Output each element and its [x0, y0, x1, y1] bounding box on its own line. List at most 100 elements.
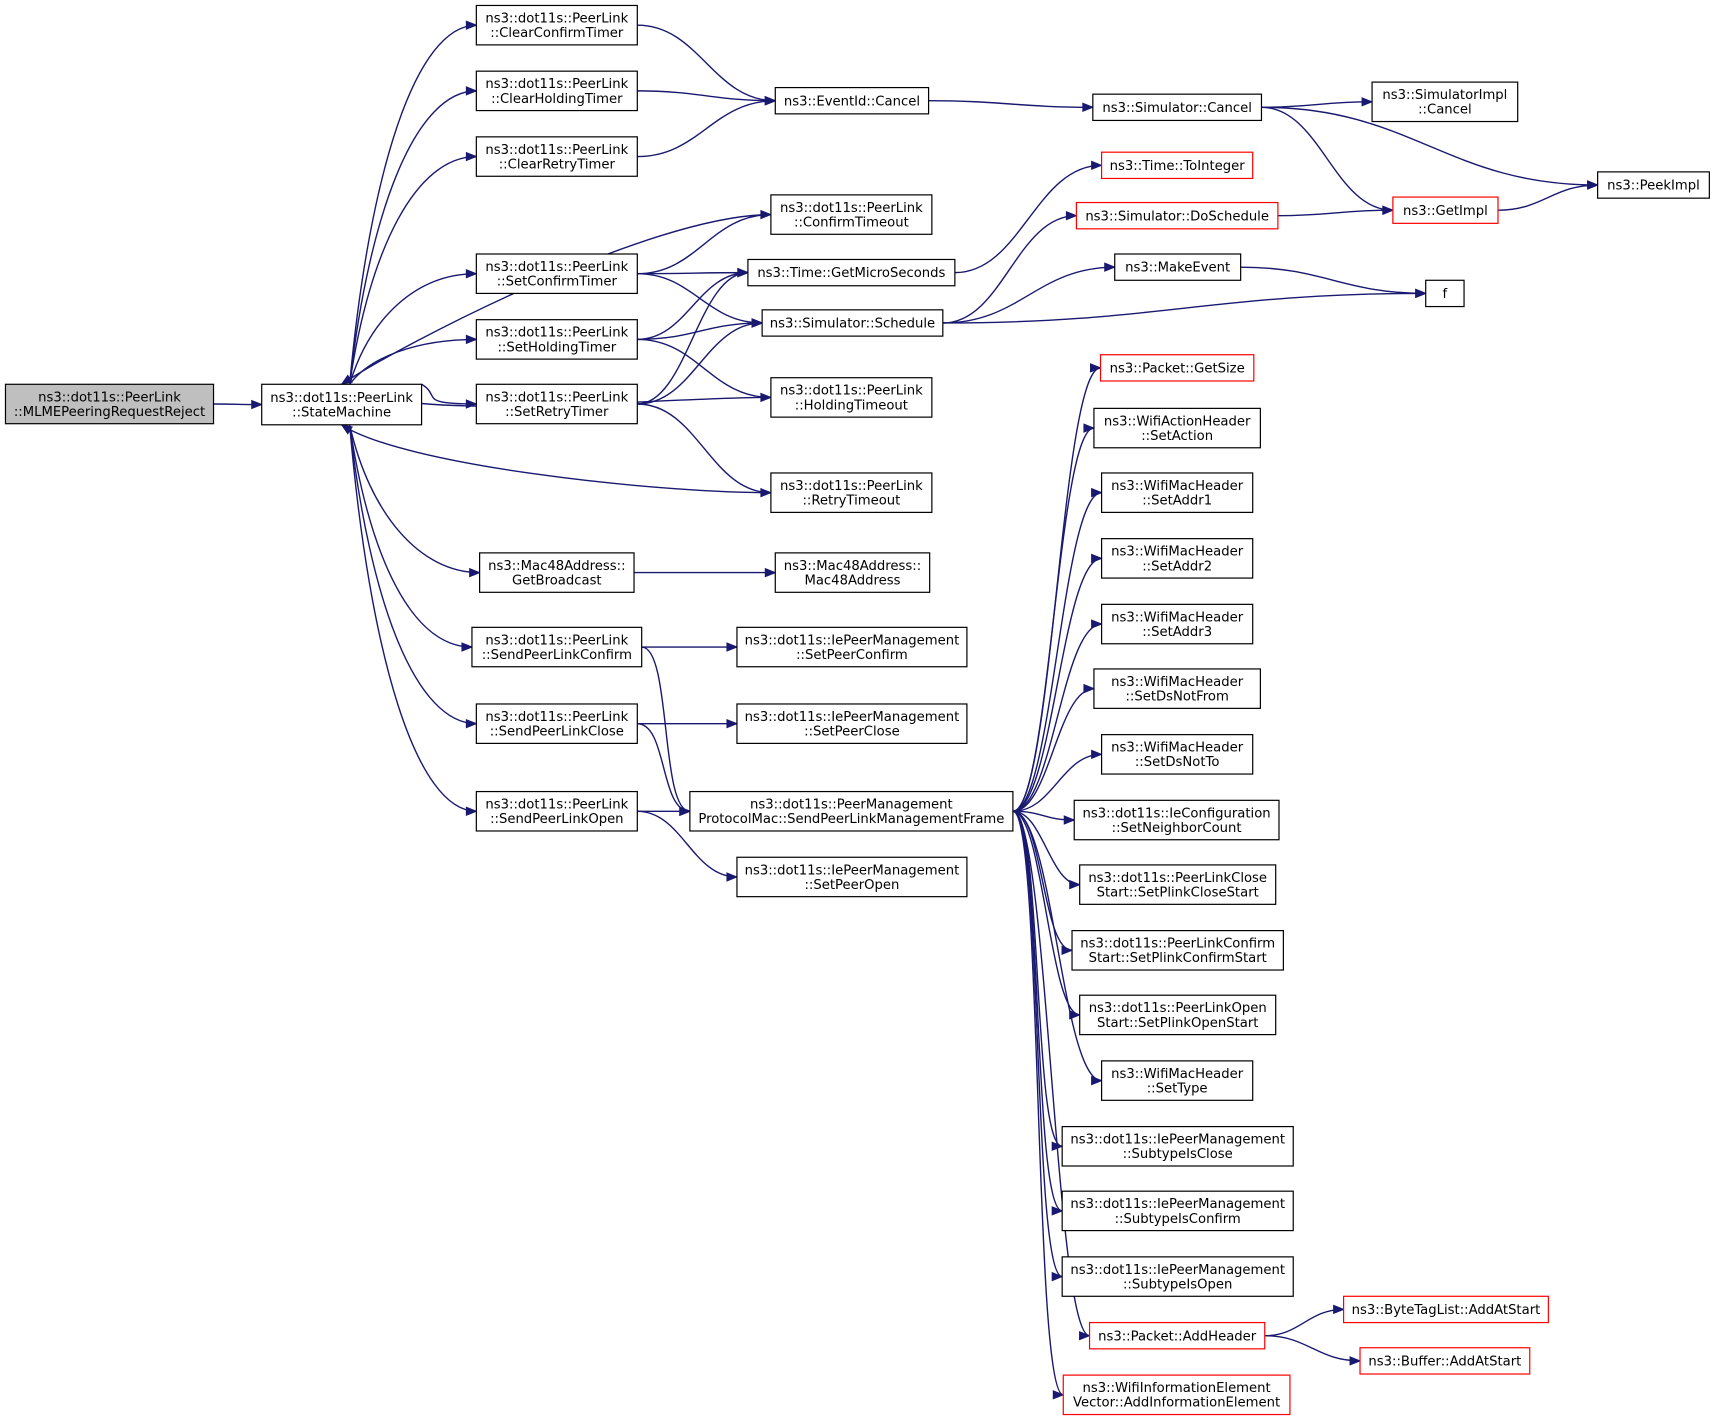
graph-node[interactable]: ns3::PeekImpl — [1597, 171, 1710, 199]
edge-line — [1012, 687, 1094, 812]
arrowhead — [679, 806, 692, 817]
node-box — [1061, 1190, 1294, 1232]
call-edge — [1012, 749, 1103, 812]
graph-node[interactable]: ns3::dot11s::IePeerManagement::SetPeerCl… — [736, 703, 968, 744]
node-box — [475, 383, 638, 425]
graph-node[interactable]: ns3::Simulator::Cancel — [1092, 93, 1263, 122]
graph-node[interactable]: ns3::dot11s::PeerLinkCloseStart::SetPlin… — [1079, 864, 1277, 905]
node-label: ns3::dot11s::PeerLink — [780, 201, 923, 216]
call-edge — [348, 424, 474, 652]
graph-node[interactable]: ns3::Simulator::Schedule — [761, 309, 944, 337]
graph-node[interactable]: ns3::dot11s::IePeerManagement::SetPeerCo… — [736, 626, 968, 668]
edge-line — [928, 100, 1093, 108]
graph-node[interactable]: ns3::Time::GetMicroSeconds — [747, 258, 956, 287]
graph-node[interactable]: ns3::Time::ToInteger — [1100, 151, 1254, 180]
call-edge — [1261, 106, 1395, 215]
graph-node[interactable]: ns3::dot11s::PeerLink::ClearConfirmTimer — [475, 4, 638, 46]
graph-node[interactable]: ns3::dot11s::PeerLink::SetConfirmTimer — [475, 253, 638, 295]
node-box — [1092, 93, 1263, 122]
graph-node[interactable]: ns3::WifiMacHeader::SetAddr1 — [1100, 472, 1254, 513]
edge-line — [637, 90, 776, 102]
graph-node[interactable]: ns3::dot11s::IePeerManagement::SubtypeIs… — [1061, 1125, 1294, 1167]
node-box — [1100, 1060, 1254, 1101]
call-edge — [1012, 810, 1064, 1282]
node-box — [1100, 151, 1254, 180]
node-label: ns3::dot11s::PeerLink — [485, 633, 628, 648]
graph-node[interactable]: ns3::dot11s::PeerLink::ClearHoldingTimer — [475, 70, 638, 112]
node-box — [747, 258, 956, 287]
node-label: ns3::WifiInformationElement — [1083, 1381, 1271, 1396]
graph-node[interactable]: ns3::dot11s::IePeerManagement::SubtypeIs… — [1061, 1256, 1294, 1297]
graph-node[interactable]: ns3::dot11s::PeerLink::SetHoldingTimer — [475, 319, 638, 360]
graph-node[interactable]: ns3::dot11s::PeerLink::SendPeerLinkOpen — [475, 790, 638, 832]
graph-node[interactable]: ns3::dot11s::PeerLink::SendPeerLinkConfi… — [471, 626, 643, 668]
call-edge — [1012, 553, 1103, 812]
edge-layer — [213, 20, 1599, 1400]
graph-node[interactable]: ns3::dot11s::PeerLinkOpenStart::SetPlink… — [1079, 994, 1277, 1036]
arrowhead — [465, 806, 478, 817]
graph-node[interactable]: f — [1425, 279, 1465, 308]
graph-node[interactable]: ns3::dot11s::PeerLink::RetryTimeout — [770, 472, 933, 513]
graph-node[interactable]: ns3::dot11s::PeerLink::StateMachine — [261, 383, 423, 426]
edge-line — [1240, 266, 1426, 295]
graph-node[interactable]: ns3::dot11s::PeerLink::ClearRetryTimer — [475, 136, 638, 177]
node-box — [475, 4, 638, 46]
edge-line — [1264, 1335, 1361, 1362]
graph-node[interactable]: ns3::WifiMacHeader::SetDsNotTo — [1100, 734, 1254, 775]
node-label: ns3::Mac48Address:: — [784, 559, 921, 574]
node-label: ns3::WifiMacHeader — [1111, 545, 1244, 560]
graph-node[interactable]: ns3::dot11s::IePeerManagement::SetPeerOp… — [736, 856, 968, 898]
arrowhead — [1091, 553, 1103, 564]
graph-node[interactable]: ns3::EventId::Cancel — [774, 86, 930, 115]
graph-node[interactable]: ns3::WifiActionHeader::SetAction — [1093, 407, 1261, 449]
node-label: ns3::MakeEvent — [1125, 261, 1230, 276]
graph-node[interactable]: ns3::dot11s::PeerManagementProtocolMac::… — [689, 790, 1014, 832]
graph-node[interactable]: ns3::Mac48Address::Mac48Address — [774, 552, 931, 593]
graph-node[interactable]: ns3::SimulatorImpl::Cancel — [1371, 81, 1519, 123]
call-edge — [637, 267, 750, 405]
node-box — [770, 194, 933, 235]
node-label: ns3::dot11s::PeerLink — [485, 798, 628, 813]
node-label: ::SetPeerConfirm — [796, 648, 908, 663]
graph-node[interactable]: ns3::Packet::GetSize — [1099, 354, 1255, 382]
call-edge — [213, 399, 264, 410]
node-box — [1099, 354, 1255, 382]
node-label: ::ClearHoldingTimer — [491, 92, 623, 107]
graph-node[interactable]: ns3::dot11s::PeerLink::ConfirmTimeout — [770, 194, 933, 235]
arrowhead — [1069, 879, 1082, 890]
graph-node[interactable]: ns3::Mac48Address::GetBroadcast — [479, 552, 635, 593]
node-label: ns3::PeekImpl — [1607, 179, 1700, 194]
node-box — [1079, 994, 1277, 1036]
graph-node[interactable]: ns3::dot11s::PeerLink::MLMEPeeringReques… — [4, 383, 215, 425]
graph-node[interactable]: ns3::dot11s::PeerLink::HoldingTimeout — [770, 377, 933, 418]
node-box — [1425, 279, 1465, 308]
edge-line — [1012, 557, 1102, 812]
arrowhead — [1091, 487, 1103, 498]
node-label: ns3::Mac48Address:: — [488, 559, 625, 574]
graph-node[interactable]: ns3::WifiMacHeader::SetDsNotFrom — [1093, 668, 1261, 709]
node-label: ::SendPeerLinkConfirm — [482, 648, 632, 663]
graph-node[interactable]: ns3::dot11s::PeerLinkConfirmStart::SetPl… — [1071, 930, 1284, 971]
graph-node[interactable]: ns3::MakeEvent — [1114, 253, 1242, 281]
graph-node[interactable]: ns3::dot11s::PeerLink::SetRetryTimer — [475, 383, 638, 425]
node-label: ns3::dot11s::IePeerManagement — [1070, 1197, 1285, 1212]
graph-node[interactable]: ns3::Simulator::DoSchedule — [1075, 201, 1279, 230]
edge-line — [1261, 101, 1373, 108]
node-box — [736, 626, 968, 668]
node-box — [475, 319, 638, 360]
graph-node[interactable]: ns3::WifiMacHeader::SetAddr3 — [1100, 603, 1254, 645]
graph-node[interactable]: ns3::Buffer::AddAtStart — [1359, 1347, 1531, 1375]
arrowhead — [465, 718, 478, 729]
graph-node[interactable]: ns3::dot11s::IePeerManagement::SubtypeIs… — [1061, 1190, 1294, 1232]
graph-node[interactable]: ns3::dot11s::PeerLink::SendPeerLinkClose — [475, 703, 638, 744]
arrowhead — [465, 86, 478, 96]
graph-node[interactable]: ns3::WifiMacHeader::SetType — [1100, 1060, 1254, 1101]
node-label: ns3::dot11s::PeerLink — [485, 710, 628, 725]
graph-node[interactable]: ns3::WifiMacHeader::SetAddr2 — [1100, 538, 1254, 579]
graph-node[interactable]: ns3::Packet::AddHeader — [1088, 1321, 1266, 1350]
graph-node[interactable]: ns3::GetImpl — [1392, 196, 1499, 224]
graph-node[interactable]: ns3::ByteTagList::AddAtStart — [1342, 1295, 1549, 1324]
graph-node[interactable]: ns3::dot11s::IeConfiguration::SetNeighbo… — [1073, 799, 1280, 841]
graph-node[interactable]: ns3::WifiInformationElementVector::AddIn… — [1062, 1374, 1291, 1416]
edge-line — [637, 403, 771, 494]
